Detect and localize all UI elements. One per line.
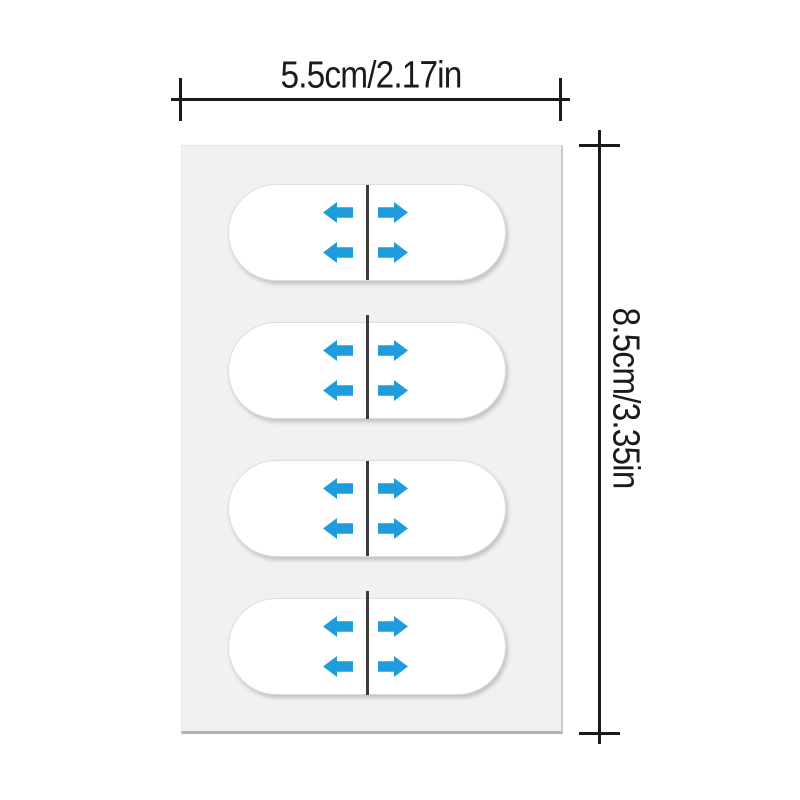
right-arrow-icon bbox=[378, 478, 408, 499]
height-dimension-top-tick bbox=[579, 144, 620, 147]
right-arrow-icon bbox=[378, 380, 408, 401]
left-arrow-icon bbox=[323, 518, 353, 539]
right-arrow-icon bbox=[378, 656, 408, 677]
height-dimension-line bbox=[579, 130, 620, 744]
height-dimension-bottom-tick bbox=[579, 732, 620, 735]
left-arrow-icon bbox=[323, 380, 353, 401]
width-dimension-left-tick bbox=[179, 78, 182, 121]
left-arrow-icon bbox=[323, 242, 353, 263]
width-dimension-right-tick bbox=[559, 78, 562, 121]
left-arrow-icon bbox=[323, 340, 353, 361]
left-arrow-icon bbox=[323, 656, 353, 677]
sticker-pill bbox=[228, 591, 506, 695]
width-dimension-label: 5.5cm/2.17in bbox=[280, 54, 463, 97]
width-dimension-line bbox=[171, 78, 570, 121]
sticker-pill bbox=[228, 184, 506, 281]
height-dimension-label: 8.5cm/3.35in bbox=[604, 307, 647, 489]
right-arrow-icon bbox=[378, 242, 408, 263]
pill-divider-line bbox=[366, 185, 369, 280]
left-arrow-icon bbox=[323, 478, 353, 499]
left-arrow-icon bbox=[323, 202, 353, 223]
pill-divider-line bbox=[366, 461, 369, 556]
left-arrow-icon bbox=[323, 616, 353, 637]
right-arrow-icon bbox=[378, 616, 408, 637]
sticker-sheet bbox=[181, 145, 563, 734]
sticker-pill bbox=[228, 460, 506, 557]
right-arrow-icon bbox=[378, 518, 408, 539]
right-arrow-icon bbox=[378, 340, 408, 361]
right-arrow-icon bbox=[378, 202, 408, 223]
pill-divider-line bbox=[366, 591, 369, 695]
sticker-pill bbox=[228, 315, 506, 419]
pill-divider-line bbox=[366, 315, 369, 419]
